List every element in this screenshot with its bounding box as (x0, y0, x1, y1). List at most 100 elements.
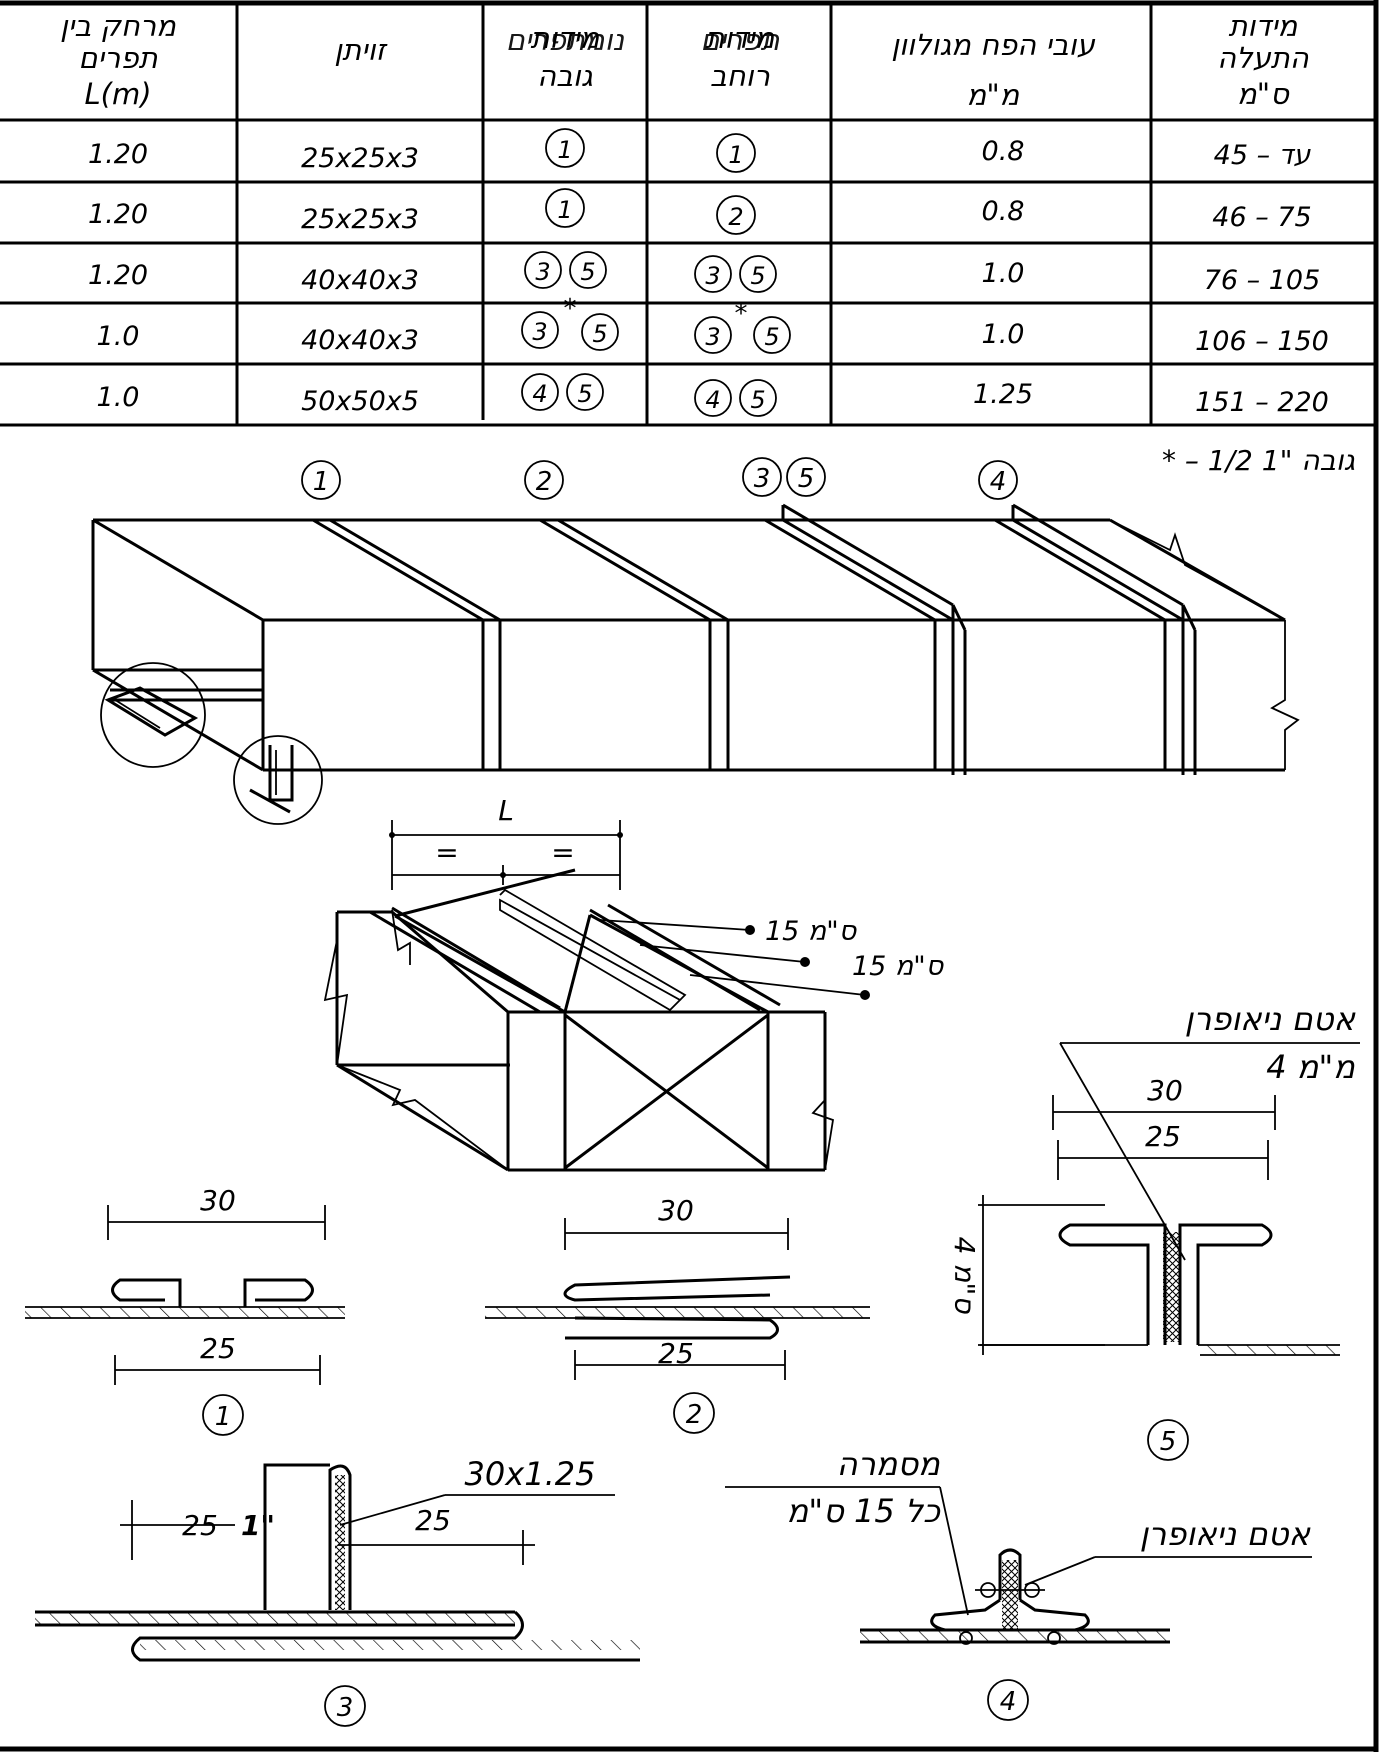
header-size-3: ס"מ (1237, 77, 1290, 111)
detail-4-num: 4 (1000, 1687, 1017, 1717)
svg-text:4: 4 (532, 380, 547, 408)
detail-3-label: 30x1.25 (465, 1455, 596, 1493)
spec-table: מידות התעלה ס"מ עובי הפח מגולוון מ"מ מיד… (0, 3, 1376, 427)
table-grid (0, 3, 1376, 427)
duct-isometric-top: 1 2 3 5 4 (91, 457, 1300, 825)
cell-thickness: 1.25 (973, 379, 1033, 410)
detail-3-right: 25 (415, 1504, 451, 1537)
cell-spacing: 1.20 (88, 139, 148, 170)
svg-text:3: 3 (535, 258, 550, 286)
dim-L-label: L (498, 794, 514, 827)
header-thickness-2: מ"מ (967, 78, 1021, 112)
detail-5: אטם ניאופרן 4 מ"מ 30 25 4 ס"מ 5 (948, 1000, 1360, 1461)
svg-text:4: 4 (705, 386, 720, 414)
duct-seam-1 (312, 518, 502, 770)
svg-text:5: 5 (577, 380, 592, 408)
duct-seam-3-5 (764, 503, 967, 775)
height-seam-1: 1 (545, 128, 585, 168)
height-seam-5: 5 (581, 313, 619, 351)
height-note: * – גובה "1 1/2 (1162, 444, 1355, 477)
detail-1-bottom: 25 (200, 1332, 236, 1365)
header-height-2: נומתפרים (506, 23, 625, 57)
dim-eq-right: = (551, 836, 574, 869)
height-seam-5: 5 (566, 373, 604, 411)
detail-3-inch: 1" (241, 1509, 275, 1542)
detail-5-gasket-2: 4 מ"מ (1266, 1048, 1356, 1086)
table-row-1: עד – 45 0.8 1 1 25x25x3 1.20 (88, 128, 1311, 174)
height-seam-3: 3 (521, 311, 559, 349)
svg-text:5: 5 (798, 464, 815, 494)
svg-text:5: 5 (592, 320, 607, 348)
header-size-1: מידות (1229, 9, 1299, 43)
dim-eq-left: = (435, 836, 458, 869)
duct-isometric-middle: L = = (323, 794, 945, 1172)
svg-text:3: 3 (705, 323, 720, 351)
width-seam-5: 5 (739, 379, 777, 417)
detail-5-gasket-1: אטם ניאופרן (1185, 1000, 1356, 1038)
cell-size: 46 – 75 (1212, 202, 1311, 233)
height-seam-5: 5 (569, 251, 607, 289)
duct-label-3: 3 (742, 457, 782, 497)
svg-text:1: 1 (728, 141, 743, 169)
width-seam-5: 5 (753, 316, 791, 354)
cell-size: 76 – 105 (1204, 265, 1321, 296)
cell-thickness: 0.8 (982, 136, 1025, 167)
detail-2-num: 2 (686, 1400, 703, 1430)
detail-1-top: 30 (200, 1184, 236, 1217)
detail-5-side: 4 ס"מ (948, 1237, 981, 1315)
svg-text:1: 1 (557, 136, 572, 164)
width-star: * (735, 299, 748, 329)
table-row-2: 46 – 75 0.8 2 1 25x25x3 1.20 (88, 188, 1312, 235)
svg-text:5: 5 (750, 386, 765, 414)
svg-text:2: 2 (536, 467, 553, 497)
header-height-1: מידות (531, 21, 601, 55)
svg-text:4: 4 (990, 467, 1007, 497)
dim-15-b: 15 ס"מ (852, 951, 945, 982)
cell-size: 151 – 220 (1195, 387, 1329, 418)
table-row-4: 106 – 150 1.0 3 * 5 3 * 5 40x40x3 1.0 (97, 294, 1329, 357)
detail-2-bottom: 25 (658, 1337, 694, 1370)
detail-4-gasket: אטם ניאופרן (1140, 1515, 1311, 1553)
svg-text:3: 3 (532, 318, 547, 346)
svg-text:2: 2 (728, 203, 743, 231)
cell-spacing: 1.20 (88, 260, 148, 291)
corner-detail-circles (100, 662, 323, 825)
duct-label-4: 4 (978, 460, 1018, 500)
dim-L: L = = (389, 794, 623, 890)
width-seam-3: 3 (694, 316, 732, 354)
svg-text:5: 5 (764, 323, 779, 351)
height-star: * (564, 294, 577, 324)
svg-text:3: 3 (754, 464, 771, 494)
cell-angle: 40x40x3 (301, 325, 419, 356)
header-thickness-1: עובי הפח מגולוון (891, 28, 1095, 62)
duct-seam-2 (539, 518, 730, 770)
svg-text:5: 5 (750, 262, 765, 290)
detail-3: 30x1.25 25 1" 25 3 (35, 1455, 640, 1727)
table-row-5: 151 – 220 1.25 4 5 4 5 50x50x5 1.0 (97, 373, 1329, 418)
cell-thickness: 1.0 (982, 319, 1025, 350)
detail-4-rivet-1: מסמרה (837, 1445, 941, 1483)
header-height-3: גובה (537, 59, 593, 93)
header-angle: זויתן (334, 33, 387, 67)
width-seam-4: 4 (694, 379, 732, 417)
svg-text:3: 3 (705, 262, 720, 290)
duct-label-1: 1 (301, 460, 341, 500)
detail-5-mid: 25 (1145, 1120, 1181, 1153)
height-seam-1: 1 (545, 188, 585, 228)
width-seam-1: 1 (716, 133, 756, 173)
duct-seam-4 (994, 503, 1197, 775)
detail-4: מסמרה כל 15 ס"מ אטם ניאופרן 4 (725, 1445, 1312, 1721)
header-spacing-1: מרחק בין (60, 9, 177, 43)
cell-angle: 40x40x3 (301, 265, 419, 296)
dim-15-a: 15 ס"מ (765, 916, 858, 947)
header-width-1: מידות (706, 21, 776, 55)
header-width-3: רוחב (710, 59, 770, 93)
cell-angle: 25x25x3 (301, 143, 419, 174)
width-seam-5: 5 (739, 255, 777, 293)
table-header: מידות התעלה ס"מ עובי הפח מגולוון מ"מ מיד… (60, 9, 1309, 112)
cell-angle: 50x50x5 (301, 386, 419, 417)
header-size-2: התעלה (1217, 41, 1309, 75)
dim-15-cm: 15 ס"מ 15 ס"מ (599, 916, 945, 1000)
table-row-3: 76 – 105 1.0 3 5 3 5 40x40x3 1.20 (88, 251, 1321, 296)
